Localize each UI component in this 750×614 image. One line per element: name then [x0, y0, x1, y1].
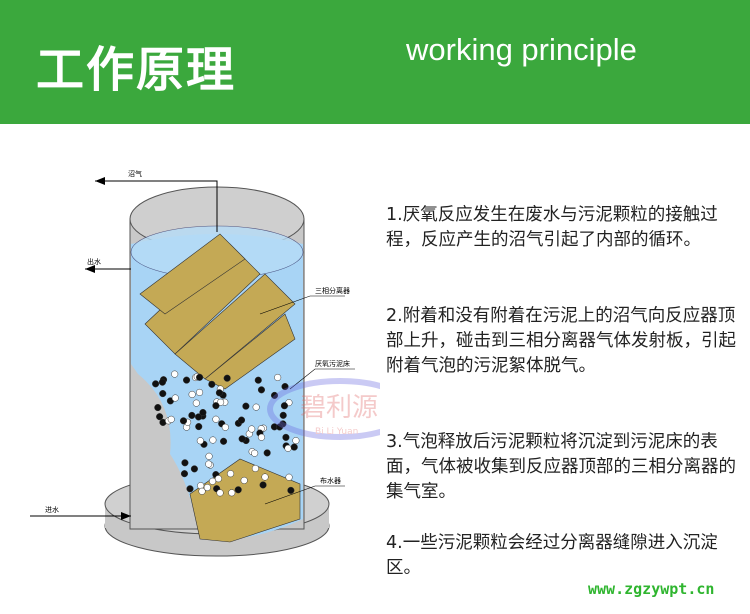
sludge-particle — [179, 417, 188, 425]
sludge-particle — [212, 415, 220, 423]
sludge-particle — [199, 408, 207, 417]
three-phase-separator — [139, 233, 296, 390]
uasb-reactor-diagram: 沼气 出水 三相分离器 厌氧污泥床 布水器 进水 碧利源 Bi Li Yuan — [30, 169, 380, 557]
sludge-particle — [198, 487, 206, 495]
label-distributor: 布水器 — [320, 476, 341, 485]
sludge-particle — [261, 473, 269, 481]
paragraph-3: 3.气泡释放后污泥颗粒将沉淀到污泥床的表面，气体被收集到反应器顶部的三相分离器的… — [386, 432, 736, 502]
sludge-particles — [152, 370, 300, 497]
sludge-particle — [280, 402, 288, 410]
outlet-arrow-icon — [85, 265, 95, 273]
sludge-particle — [228, 489, 236, 497]
label-biogas: 沼气 — [128, 169, 142, 178]
sludge-particle — [205, 452, 213, 460]
sludge-particle — [154, 403, 162, 412]
sludge-particle — [248, 425, 256, 433]
sludge-particle — [251, 449, 259, 457]
sludge-particle — [214, 475, 222, 483]
sludge-particle — [171, 370, 179, 378]
sludge-particle — [203, 483, 211, 492]
sludge-particle — [212, 402, 220, 410]
sludge-particle — [290, 443, 298, 451]
sludge-particle — [279, 411, 287, 419]
sludge-particle — [158, 378, 166, 386]
sludge-particle — [216, 489, 224, 497]
sludge-particle — [186, 485, 194, 493]
sludge-particle — [171, 394, 179, 402]
sludge-particle — [180, 470, 189, 478]
sludge-particle — [274, 373, 282, 382]
sludge-particle — [196, 437, 204, 445]
sludge-particle — [167, 415, 175, 423]
sludge-particle — [240, 476, 248, 484]
sludge-particle — [220, 437, 228, 445]
sludge-particle — [242, 402, 250, 410]
sludge-particle — [196, 373, 204, 381]
sludge-particle — [281, 383, 289, 391]
sludge-particle — [252, 403, 260, 411]
sludge-particle — [181, 459, 189, 467]
sludge-particle — [152, 380, 160, 388]
sludge-particle — [251, 464, 259, 473]
sludge-particle — [234, 486, 242, 494]
title-english: working principle — [406, 32, 637, 67]
svg-text:碧利源: 碧利源 — [300, 393, 378, 423]
paragraph-1: 1.厌氧反应发生在废水与污泥颗粒的接触过程，反应产生的沼气引起了内部的循环。 — [386, 205, 718, 250]
label-sludge-bed: 厌氧污泥床 — [315, 359, 350, 368]
sludge-particle — [156, 413, 164, 421]
sludge-particle — [259, 481, 267, 489]
sludge-particle — [263, 449, 271, 457]
svg-text:Bi Li Yuan: Bi Li Yuan — [315, 427, 358, 437]
sludge-particle — [257, 386, 266, 394]
footer-url: www.zgzywpt.cn — [588, 580, 715, 598]
paragraph-2: 2.附着和没有附着在污泥上的沼气向反应器顶部上升，碰击到三相分离器气体发射板，引… — [386, 306, 736, 376]
sludge-particle — [205, 460, 213, 468]
title-chinese: 工作原理 — [36, 42, 237, 98]
sludge-particle — [285, 473, 293, 481]
sludge-particle — [192, 399, 200, 407]
sludge-particle — [292, 437, 300, 445]
label-separator: 三相分离器 — [315, 286, 350, 295]
sludge-particle — [159, 390, 167, 398]
sludge-particle — [237, 416, 246, 424]
sludge-particle — [195, 423, 203, 431]
sludge-particle — [183, 376, 191, 384]
sludge-particle — [215, 389, 223, 397]
sludge-particle — [238, 435, 246, 443]
label-inlet: 进水 — [45, 505, 59, 514]
sludge-particle — [190, 465, 198, 473]
sludge-particle — [282, 433, 290, 441]
sludge-particle — [194, 413, 203, 421]
label-outlet: 出水 — [87, 257, 101, 266]
biogas-arrow-icon — [95, 177, 105, 185]
sludge-particle — [227, 470, 235, 478]
sludge-particle — [188, 390, 196, 398]
sludge-particle — [223, 374, 231, 382]
sludge-particle — [209, 477, 217, 485]
sludge-particle — [254, 376, 262, 384]
paragraph-4: 4.一些污泥颗粒会经过分离器缝隙进入沉淀区。 — [386, 533, 718, 578]
watermark-logo: 碧利源 Bi Li Yuan — [267, 378, 380, 440]
sludge-particle — [208, 380, 216, 388]
sludge-particle — [284, 444, 292, 452]
sludge-particle — [287, 486, 295, 494]
sludge-particle — [209, 436, 217, 444]
sludge-particle — [257, 433, 266, 441]
sludge-particle — [221, 423, 229, 431]
header-banner: 工作原理 working principle — [0, 0, 750, 124]
sludge-particle — [270, 391, 279, 399]
inlet-arrow-icon — [121, 512, 131, 520]
sludge-particle — [196, 388, 204, 396]
sludge-particle — [188, 411, 196, 419]
sludge-particle — [276, 423, 284, 431]
